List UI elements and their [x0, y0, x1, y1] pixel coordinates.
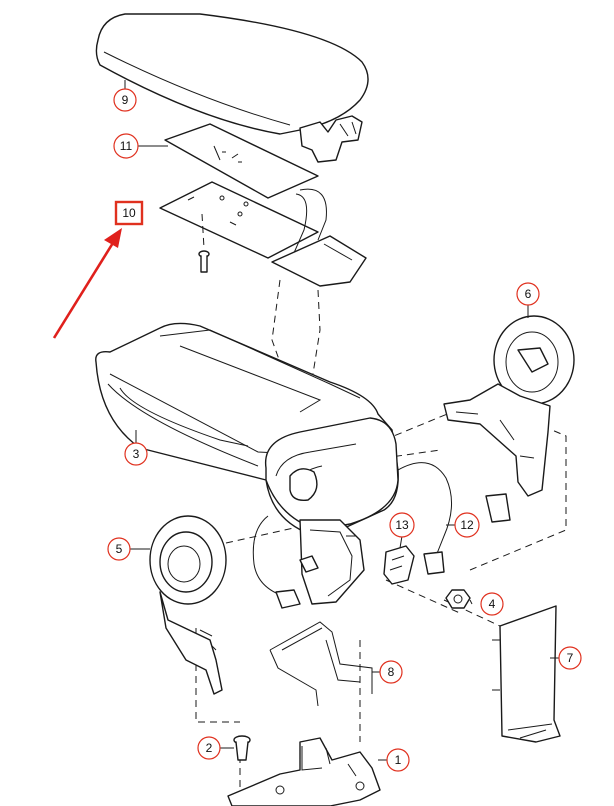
screw-small [198, 250, 210, 273]
part-cable-12 [397, 462, 452, 575]
callout-7: 7 [558, 646, 582, 670]
callout-label: 1 [395, 753, 402, 767]
callout-label: 6 [525, 287, 532, 301]
part-base-mount [227, 737, 381, 806]
part-left-spool [149, 515, 227, 695]
part-armrest-lid [95, 13, 369, 163]
callout-label: 10 [122, 206, 136, 220]
callout-4: 4 [480, 592, 504, 616]
callout-10-highlighted: 10 [114, 200, 144, 226]
callout-label: 5 [116, 542, 123, 556]
callout-12: 12 [454, 512, 480, 538]
callout-label: 11 [120, 139, 133, 153]
part-right-hinge [443, 315, 575, 523]
part-clip-13 [383, 545, 415, 585]
part-screw [233, 735, 251, 761]
callout-5: 5 [107, 537, 131, 561]
callout-label: 3 [133, 447, 140, 461]
callout-label: 4 [489, 597, 496, 611]
callout-13: 13 [389, 512, 415, 538]
part-lower-plate [159, 181, 367, 287]
callout-11: 11 [113, 133, 139, 159]
callout-label: 2 [206, 741, 213, 755]
highlight-arrow [52, 228, 122, 339]
part-side-panel [492, 605, 561, 743]
part-upper-plate [164, 123, 319, 199]
callout-8: 8 [379, 660, 403, 684]
callout-2: 2 [197, 736, 221, 760]
callout-label: 9 [122, 93, 129, 107]
callout-label: 8 [388, 665, 395, 679]
callout-3: 3 [124, 442, 148, 466]
part-nut [445, 589, 471, 609]
callout-label: 13 [395, 518, 409, 532]
callout-6: 6 [516, 282, 540, 306]
part-wire-bracket [269, 621, 373, 707]
callout-9: 9 [113, 88, 137, 112]
callout-label: 12 [460, 518, 474, 532]
cable-harness-lower [252, 515, 319, 609]
callout-1: 1 [386, 748, 410, 772]
callout-label: 7 [567, 651, 574, 665]
